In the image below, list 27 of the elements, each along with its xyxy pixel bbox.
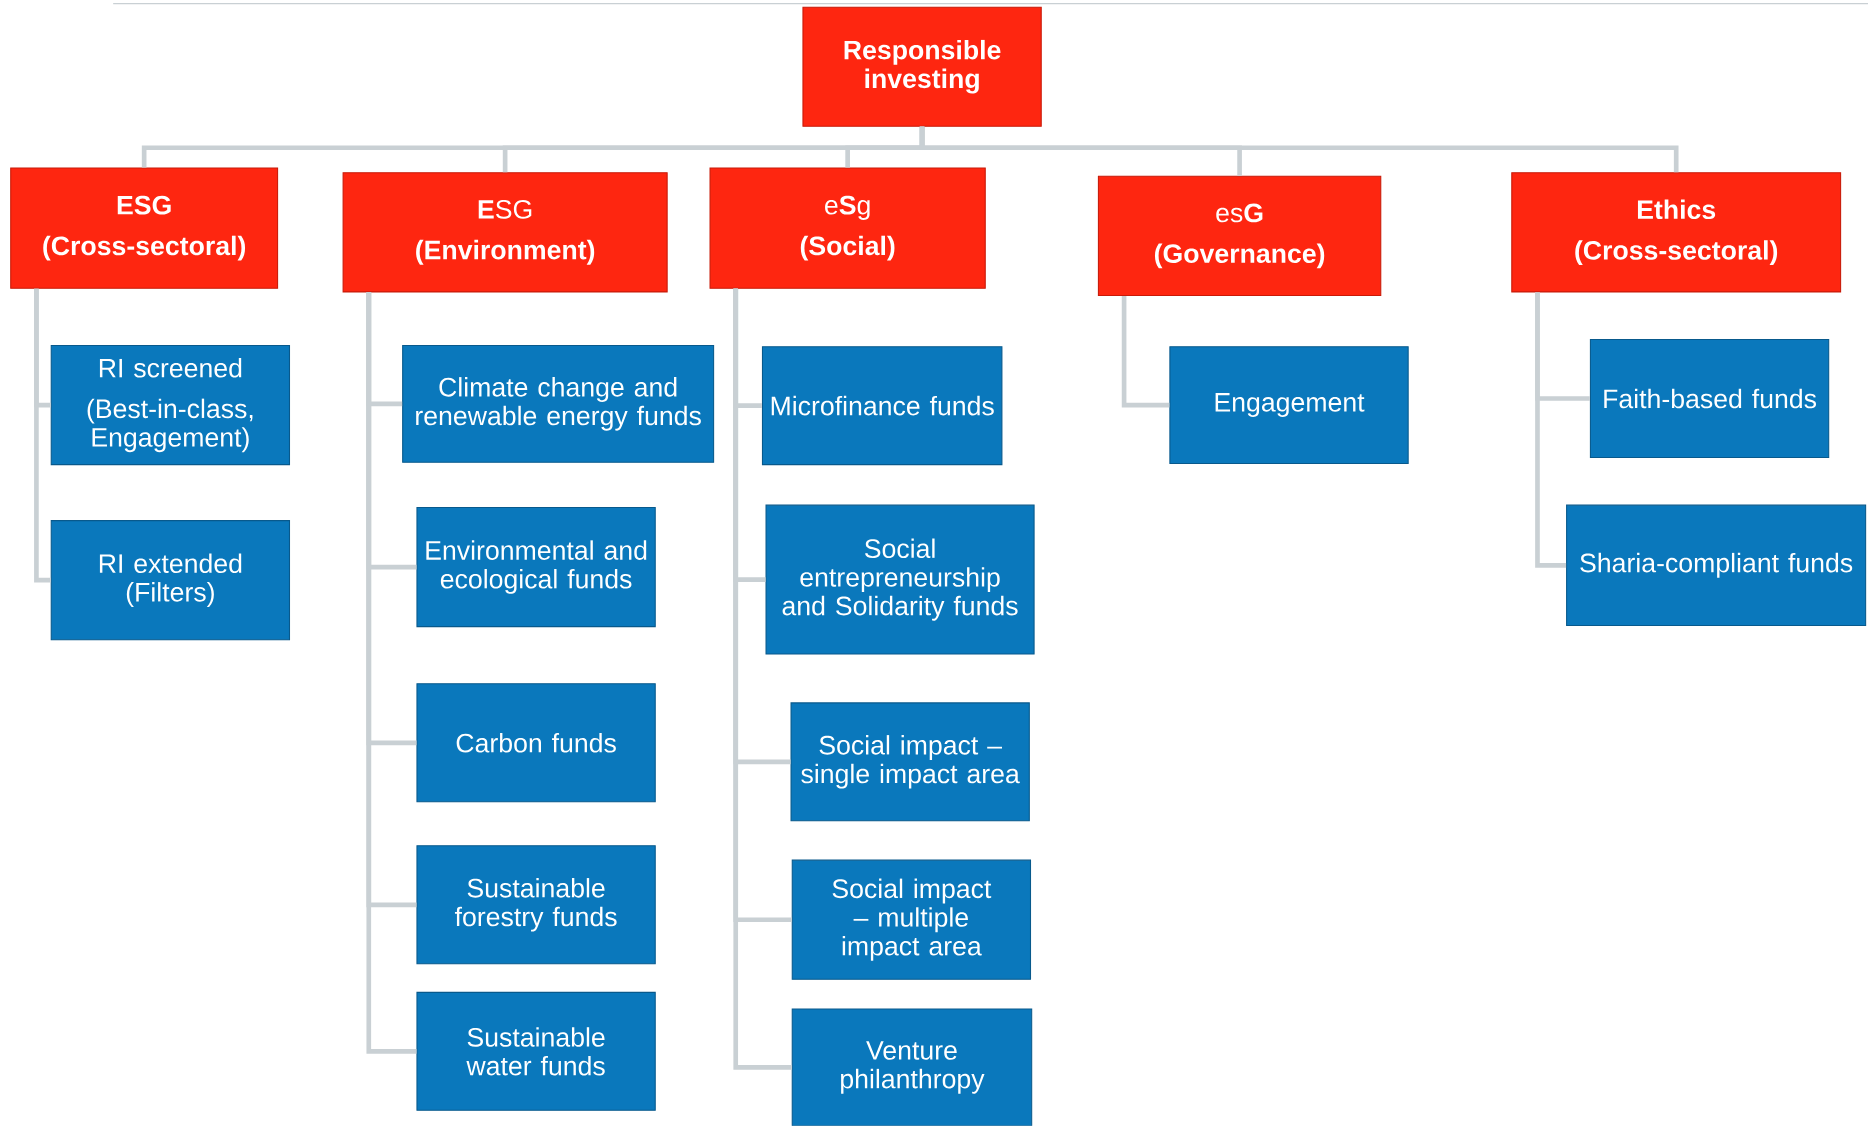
connector-line bbox=[1535, 292, 1567, 568]
connector-line bbox=[733, 288, 792, 1070]
fund-box: Social impact – multiple impact area bbox=[791, 859, 1032, 980]
fund-box: Venture philanthropy bbox=[791, 1008, 1033, 1126]
category-box: ESG (Environment) bbox=[342, 172, 668, 293]
fund-box: Faith-based funds bbox=[1589, 339, 1830, 459]
connector-line bbox=[1121, 296, 1170, 408]
fund-box: Engagement bbox=[1169, 346, 1409, 465]
fund-box: Environmental and ecological funds bbox=[416, 507, 656, 628]
fund-box: Social entrepreneurship and Solidarity funds bbox=[765, 504, 1035, 655]
root-box: Responsible investing bbox=[802, 6, 1042, 127]
fund-box: Social impact – single impact area bbox=[790, 702, 1030, 822]
connector-line bbox=[34, 288, 51, 583]
fund-box: Carbon funds bbox=[416, 683, 656, 803]
category-box: ESG (Cross-sectoral) bbox=[10, 167, 279, 289]
fund-box: Sharia-compliant funds bbox=[1566, 504, 1867, 627]
category-box: esG (Governance) bbox=[1097, 175, 1382, 297]
fund-box: Sustainable forestry funds bbox=[416, 845, 656, 965]
connector-line bbox=[366, 292, 417, 1054]
fund-box: RI extended (Filters) bbox=[50, 520, 291, 641]
fund-box: Climate change and renewable energy funds bbox=[402, 345, 715, 463]
fund-box: Microfinance funds bbox=[761, 346, 1003, 466]
fund-box: Sustainable water funds bbox=[416, 991, 656, 1111]
category-box: eSg (Social) bbox=[709, 167, 986, 289]
fund-box: RI screened (Best-in-class, Engagement) bbox=[50, 345, 291, 466]
connector-line bbox=[919, 126, 1679, 173]
category-box: Ethics (Cross-sectoral) bbox=[1511, 172, 1842, 293]
